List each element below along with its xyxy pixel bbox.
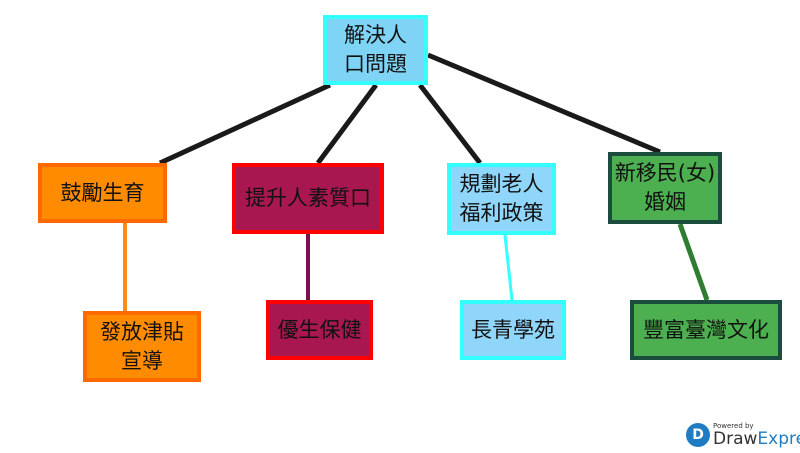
powered-by-text: Powered by [713,422,754,430]
link-root-branch-4 [427,52,661,155]
brand-draw: Draw [713,429,758,449]
branch-node-elderly-welfare[interactable]: 規劃老人 福利政策 [447,163,556,235]
link-root-branch-1 [158,82,332,166]
branch-node-new-immigrants[interactable]: 新移民(女) 婚姻 [608,152,722,224]
brand-express: Express [757,429,800,449]
root-node[interactable]: 解決人 口問題 [323,15,428,85]
drawexpress-d-icon: D [686,423,710,447]
link-branch-3-child [503,234,514,301]
child-node-enrich-culture[interactable]: 豐富臺灣文化 [630,300,782,360]
child-node-eugenics[interactable]: 優生保健 [266,300,373,360]
child-node-subsidy[interactable]: 發放津貼 宣導 [83,311,201,382]
link-root-branch-2 [315,83,379,165]
branch-node-population-quality[interactable]: 提升人素質口 [232,163,384,234]
link-root-branch-3 [418,83,482,165]
link-branch-4-child [677,223,710,301]
branch-node-encourage-birth[interactable]: 鼓勵生育 [38,163,167,223]
child-node-senior-college[interactable]: 長青學苑 [460,300,566,360]
drawexpress-logo: D Powered by DrawExpress [686,422,800,448]
